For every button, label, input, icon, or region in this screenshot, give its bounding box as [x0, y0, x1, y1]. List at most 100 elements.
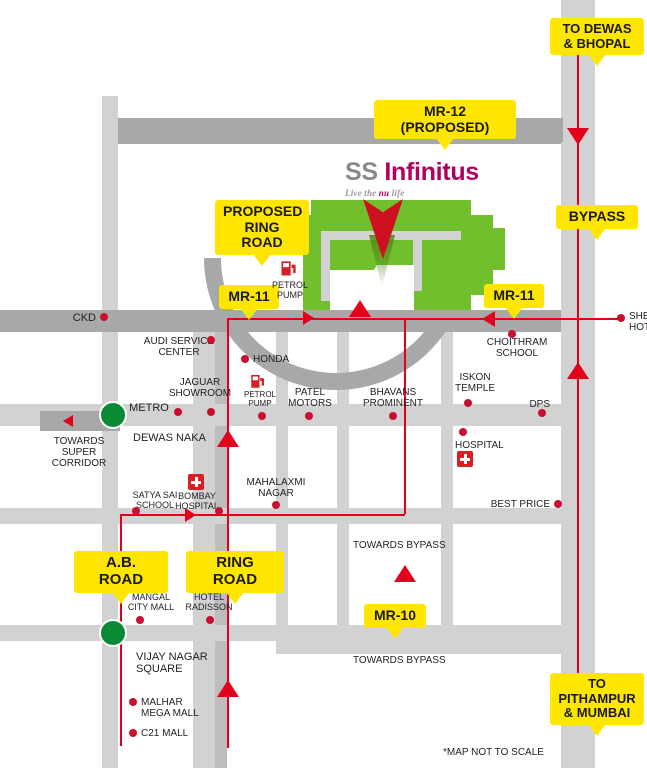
label-sheraton-hotel: SHE HOT [629, 311, 647, 334]
label-c21-mall: C21 MALL [141, 728, 189, 739]
dot-malhar-mega-mall [129, 698, 137, 706]
route-arrow-ringroad-north-lower [217, 680, 239, 697]
road-vertical-left-outer [102, 96, 118, 768]
dot-mangal-city-mall [136, 616, 144, 624]
sign-mr-11-right[interactable]: MR-11 [484, 284, 544, 319]
label-bhavans-prominent: BHAVANS PROMINENT [363, 387, 423, 410]
dot-jaguar-showroom [207, 408, 215, 416]
dot-ckd [100, 313, 108, 321]
route-mr11-horizontal [227, 318, 619, 320]
label-petrol-pump-site: PETROL PUMP [271, 280, 308, 301]
sign-to-dewas-bhopal[interactable]: TO DEWAS & BHOPAL [550, 18, 644, 67]
label-choithram-school: CHOITHRAM SCHOOL [486, 337, 548, 360]
dot-best-price [554, 500, 562, 508]
road-horizontal-bottom [276, 640, 561, 654]
label-towards-super-corridor: TOWARDS SUPER CORRIDOR [51, 436, 107, 470]
sign-bypass[interactable]: BYPASS [556, 205, 638, 240]
road-horizontal-metro [0, 404, 561, 426]
route-arrow-bypass-south [567, 128, 589, 145]
label-jaguar-showroom: JAGUAR SHOWROOM [168, 377, 232, 400]
route-arrow-ringroad-north-upper [217, 430, 239, 447]
site-internal-road-v [321, 231, 330, 301]
label-honda: HONDA [253, 354, 290, 365]
hospital-icon-bombay [188, 474, 204, 490]
route-arrow-mr10-north [394, 565, 416, 582]
sign-ab-road[interactable]: A.B. ROAD [74, 551, 168, 604]
dot-petrol-pump-lower [258, 412, 266, 420]
label-ckd: CKD [72, 312, 96, 324]
dot-hotel-radisson [206, 616, 214, 624]
logo-tagline-highlight: nu [378, 188, 390, 198]
brand-logo: SS Infinitus Live the nu life [345, 158, 479, 198]
logo-tagline-pre: Live the [345, 188, 379, 198]
road-vertical-c4 [337, 310, 349, 640]
sign-proposed-ring-road[interactable]: PROPOSED RING ROAD [215, 200, 309, 267]
dot-iskon-temple [464, 399, 472, 407]
road-horizontal-vijaynagar [0, 625, 561, 641]
label-patel-motors: PATEL MOTORS [288, 387, 332, 410]
hospital-icon-right [457, 451, 473, 467]
sign-to-pithampur-mumbai[interactable]: TO PITHAMPUR & MUMBAI [550, 673, 644, 736]
dot-choithram-school [508, 330, 516, 338]
petrol-pump-icon-lower [251, 375, 264, 388]
logo-name-ss: SS [345, 158, 385, 186]
site-internal-road-v2 [413, 231, 422, 291]
dot-honda [241, 355, 249, 363]
sign-ring-road[interactable]: RING ROAD [186, 551, 284, 604]
dot-c21-mall [129, 729, 137, 737]
road-bypass-spur-left [529, 118, 563, 142]
logo-tagline: Live the nu life [345, 188, 479, 198]
label-towards-bypass-upper: TOWARDS BYPASS [353, 540, 446, 551]
map-scale-footnote: *MAP NOT TO SCALE [443, 747, 544, 758]
logo-name-infinitus: Infinitus [384, 158, 479, 186]
label-mangal-city-mall: MANGAL CITY MALL [127, 592, 175, 613]
dot-mahalaxmi-nagar [272, 501, 280, 509]
route-arrow-mr11-west [482, 311, 495, 327]
road-vertical-c5 [441, 310, 453, 640]
site-parcel-west-strip [303, 215, 313, 310]
label-dewas-naka: DEWAS NAKA [133, 432, 206, 444]
route-arrow-mr11-east [303, 311, 314, 325]
label-metro: METRO [129, 402, 169, 414]
label-towards-bypass-lower: TOWARDS BYPASS [353, 655, 446, 666]
label-petrol-pump-lower: PETROL PUMP [243, 390, 276, 408]
label-audi-service: AUDI SERVICE CENTER [143, 336, 215, 359]
dot-satya-sai-school [132, 507, 140, 515]
route-arrow-super-corridor-west [63, 415, 73, 427]
label-dps: DPS [529, 399, 550, 410]
junction-vijay-nagar-dot [99, 619, 127, 647]
label-hotel-radisson: HOTEL RADISSON [185, 592, 233, 613]
route-abroad-horizontal [120, 514, 405, 516]
road-horizontal-abroad [0, 508, 110, 524]
label-bombay-hospital: BOMBAY HOSPITAL [175, 491, 219, 512]
route-arrow-bypass-north [567, 362, 589, 379]
petrol-pump-icon-site [281, 261, 296, 276]
dot-patel-motors [305, 412, 313, 420]
dot-bhavans-prominent [389, 412, 397, 420]
sign-mr-11-left[interactable]: MR-11 [219, 285, 279, 320]
dot-metro [174, 408, 182, 416]
dot-bombay-hospital [215, 507, 223, 515]
label-best-price: BEST PRICE [490, 499, 550, 510]
route-arrow-site-entry [349, 300, 371, 317]
label-hospital: HOSPITAL [455, 440, 504, 451]
dot-sheraton-hotel [617, 314, 625, 322]
dot-dps [538, 409, 546, 417]
dot-hospital [459, 428, 467, 436]
road-mr11-horizontal [0, 310, 561, 332]
route-bypass-vertical [577, 48, 579, 716]
site-parcel-east [471, 215, 493, 295]
label-malhar-mega-mall: MALHAR MEGA MALL [141, 697, 199, 720]
junction-metro-dot [99, 401, 127, 429]
route-ringroad-vertical [227, 318, 229, 748]
site-parcel-east2 [493, 228, 505, 270]
sign-mr-10[interactable]: MR-10 [364, 604, 426, 639]
sign-mr-12-proposed[interactable]: MR-12 (PROPOSED) [374, 100, 516, 151]
label-mahalaxmi-nagar: MAHALAXMI NAGAR [246, 477, 306, 500]
route-ringroad-lower-vertical [404, 318, 406, 514]
label-vijay-nagar-square: VIJAY NAGAR SQUARE [136, 651, 208, 676]
label-satya-sai-school: SATYA SAI SCHOOL [132, 490, 178, 511]
dot-audi-service [207, 336, 215, 344]
logo-tagline-post: life [389, 188, 405, 198]
